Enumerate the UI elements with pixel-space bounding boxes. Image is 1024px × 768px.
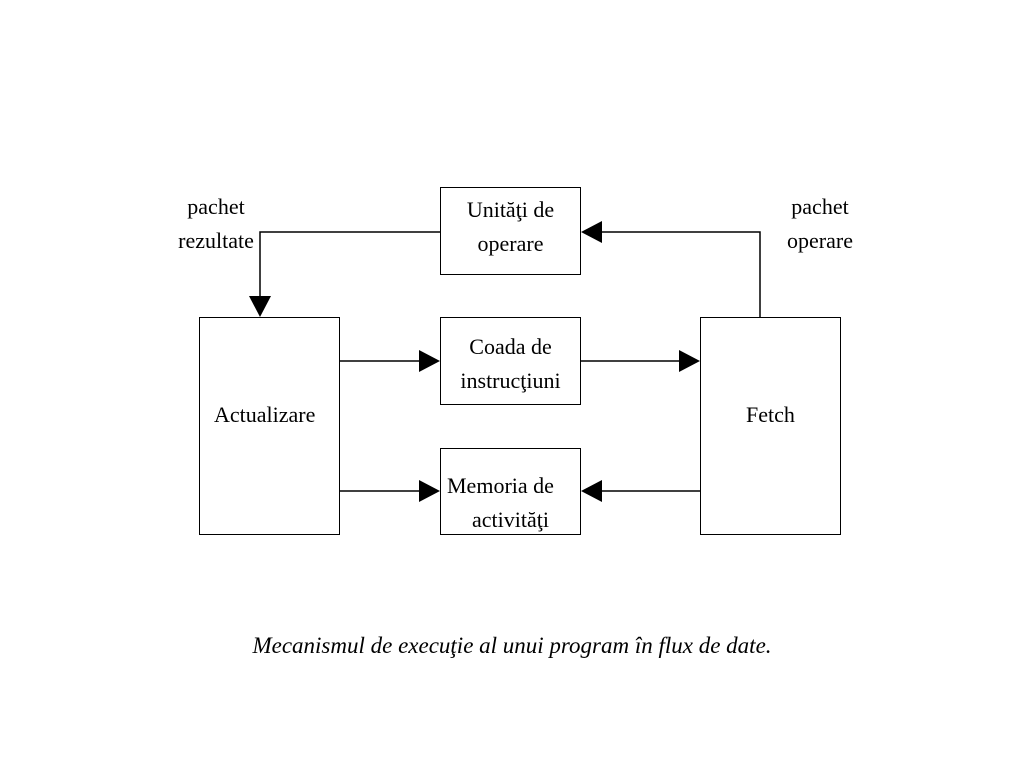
edge-label-pachet-operare-line2: operare xyxy=(787,228,853,253)
arrowhead-into-memoria-left xyxy=(419,480,440,502)
node-unitati-line2: operare xyxy=(477,231,544,256)
edge-label-pachet-operare: pachet operare xyxy=(770,190,870,258)
edge-label-pachet-rezultate-line2: rezultate xyxy=(178,228,254,253)
figure-caption: Mecanismul de execuţie al unui program î… xyxy=(252,633,772,658)
node-memoria-line1: Memoria de xyxy=(447,473,554,498)
node-unitati-de-operare: Unităţi de operare xyxy=(440,187,581,275)
node-fetch-label: Fetch xyxy=(746,402,795,427)
node-fetch: Fetch xyxy=(700,317,841,535)
node-unitati-line1: Unităţi de xyxy=(466,197,555,222)
node-coada-de-instructiuni: Coada de instrucţiuni xyxy=(440,317,581,405)
node-coada-line1: Coada de xyxy=(469,334,552,359)
arrowhead-into-coada xyxy=(419,350,440,372)
node-memoria-de-activitati: Memoria de activităţi xyxy=(440,448,581,535)
edge-unitati-to-actualizare xyxy=(259,231,440,297)
node-coada-line2: instrucţiuni xyxy=(460,368,561,393)
edge-label-pachet-rezultate: pachet rezultate xyxy=(160,190,272,258)
node-memoria-line2: activităţi xyxy=(472,507,549,532)
edge-label-pachet-rezultate-line1: pachet xyxy=(187,194,245,219)
arrowhead-into-memoria-right xyxy=(581,480,602,502)
edge-label-pachet-operare-line1: pachet xyxy=(791,194,849,219)
edge-fetch-to-unitati xyxy=(602,231,761,317)
arrowhead-into-actualizare xyxy=(249,296,271,317)
node-actualizare: Actualizare xyxy=(199,317,340,535)
arrowhead-into-fetch xyxy=(679,350,700,372)
arrowhead-into-unitati xyxy=(581,221,602,243)
node-actualizare-label: Actualizare xyxy=(214,402,316,427)
